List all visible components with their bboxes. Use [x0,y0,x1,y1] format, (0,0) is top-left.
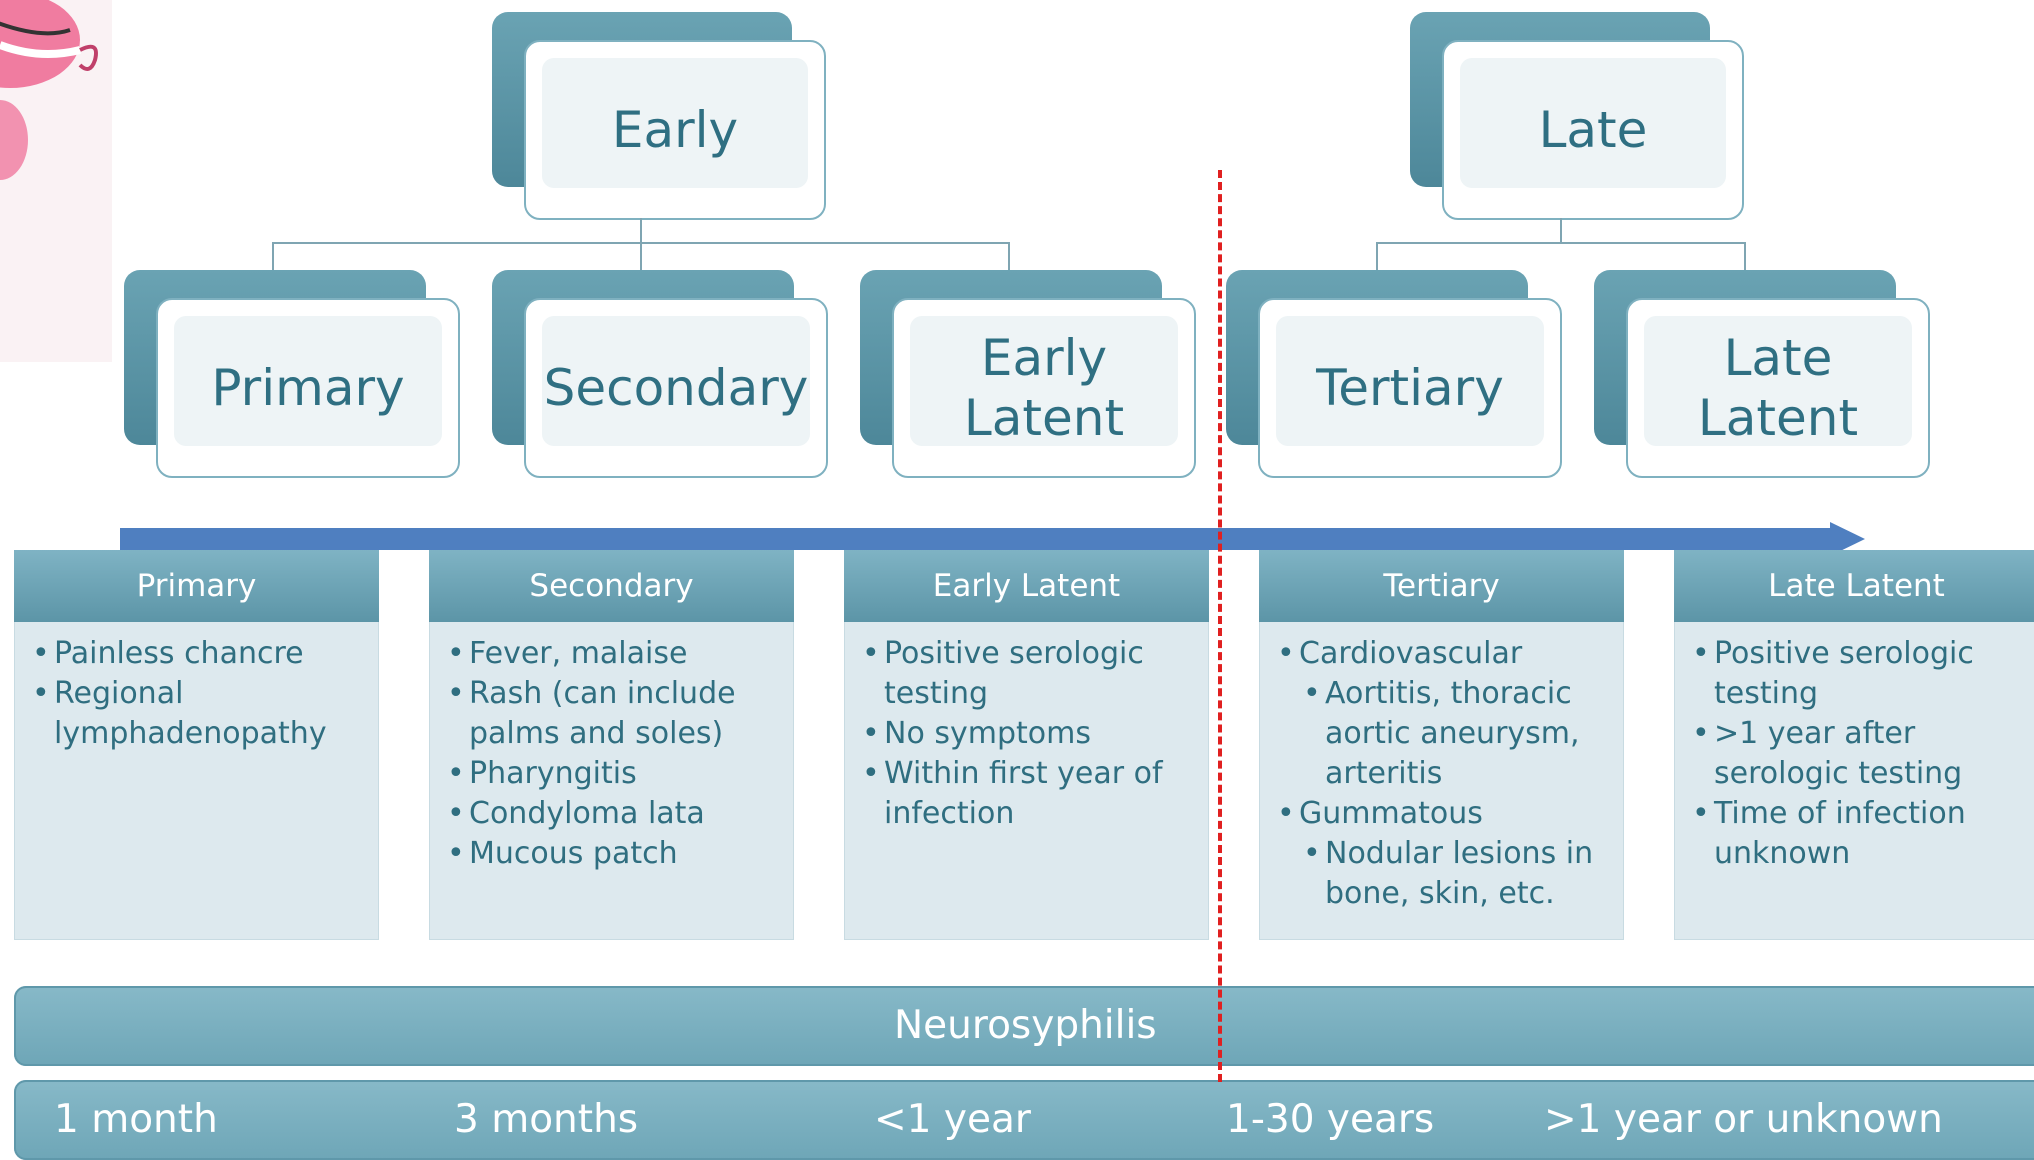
list-item: Gummatous [1277,794,1614,834]
list-item: Regional lymphadenopathy [32,674,369,754]
early-label: Early [611,101,739,159]
connector-primary [272,242,274,272]
stage-late-latent: Late Latent Positive serologic testing >… [1674,550,2034,940]
late-box: Late [1410,12,1744,220]
tertiary-label: Tertiary [1316,359,1504,417]
connector-tertiary [1376,242,1378,272]
early-box: Early [492,12,826,220]
late-latent-box: Late Latent [1594,270,1930,478]
neurosyphilis-label: Neurosyphilis [894,1003,1157,1048]
connector-early-vertical [640,218,642,244]
late-label: Late [1538,101,1648,159]
early-late-divider [1218,170,1222,1082]
list-item: Pharyngitis [447,754,784,794]
stage-late-latent-title: Late Latent [1674,550,2034,622]
list-item: Within first year of infection [862,754,1199,834]
list-item: Fever, malaise [447,634,784,674]
list-item: Aortitis, thoracic aortic aneurysm, arte… [1303,674,1614,794]
stage-early-latent: Early Latent Positive serologic testing … [844,550,1209,940]
list-item: Rash (can include palms and soles) [447,674,784,754]
time-label-3: <1 year [874,1097,1031,1142]
tertiary-box: Tertiary [1226,270,1562,478]
neurosyphilis-bar: Neurosyphilis [14,986,2034,1066]
stage-tertiary: Tertiary Cardiovascular Aortitis, thorac… [1259,550,1624,940]
secondary-label: Secondary [543,359,809,417]
late-latent-label: Late Latent [1697,329,1859,447]
timeline-arrow [120,522,1865,556]
time-label-5: >1 year or unknown [1544,1097,1943,1142]
secondary-box: Secondary [492,270,828,478]
early-latent-box: Early Latent [860,270,1196,478]
list-item: No symptoms [862,714,1199,754]
list-item: Time of infection unknown [1692,794,2029,874]
list-item: Positive serologic testing [862,634,1199,714]
connector-late-vertical [1560,218,1562,244]
list-item: Cardiovascular [1277,634,1614,674]
stage-primary: Primary Painless chancre Regional lympha… [14,550,379,940]
list-item: Painless chancre [32,634,369,674]
list-item: >1 year after serologic testing [1692,714,2029,794]
list-item: Positive serologic testing [1692,634,2029,714]
stage-secondary: Secondary Fever, malaise Rash (can inclu… [429,550,794,940]
stage-secondary-title: Secondary [429,550,794,622]
primary-box: Primary [124,270,460,478]
time-label-4: 1-30 years [1226,1097,1435,1142]
stage-early-latent-title: Early Latent [844,550,1209,622]
list-item: Mucous patch [447,834,784,874]
stage-tertiary-title: Tertiary [1259,550,1624,622]
list-item: Nodular lesions in bone, skin, etc. [1303,834,1614,914]
time-bar: 1 month 3 months <1 year 1-30 years >1 y… [14,1080,2034,1160]
list-item: Condyloma lata [447,794,784,834]
time-label-2: 3 months [454,1097,639,1142]
early-latent-label: Early Latent [963,329,1125,447]
stage-primary-title: Primary [14,550,379,622]
connector-late-horizontal [1376,242,1746,244]
mascot-image [0,0,112,362]
connector-secondary [640,242,642,272]
connector-early-latent [1008,242,1010,272]
connector-late-latent [1744,242,1746,272]
primary-label: Primary [211,359,405,417]
time-label-1: 1 month [54,1097,218,1142]
